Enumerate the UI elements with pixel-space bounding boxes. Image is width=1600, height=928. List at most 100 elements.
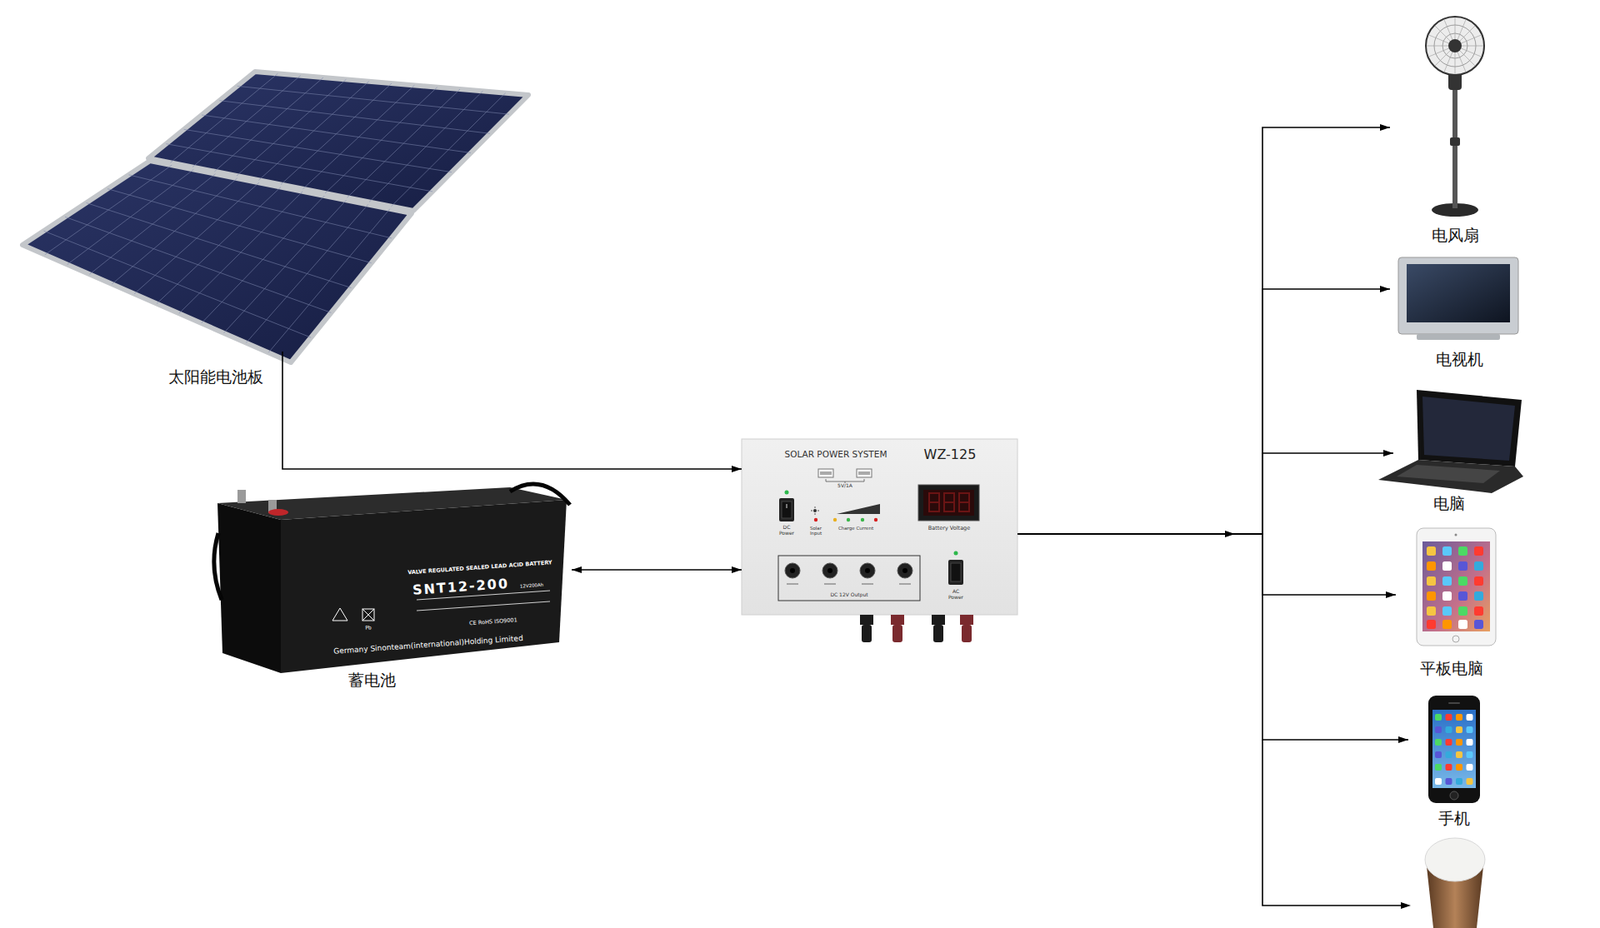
socket xyxy=(785,563,800,579)
bulb-wire xyxy=(1262,740,1401,906)
app-icon xyxy=(1466,726,1474,734)
node-label: 手机 xyxy=(1438,810,1470,829)
label-rule xyxy=(416,601,550,611)
battery-side xyxy=(217,503,281,674)
app-icon xyxy=(1435,714,1442,721)
laptop-keyboard xyxy=(1396,465,1500,484)
app-icon xyxy=(1426,576,1436,586)
connector xyxy=(1017,453,1394,535)
phone-speaker xyxy=(1448,702,1460,705)
led xyxy=(874,518,878,522)
app-icon xyxy=(1426,591,1436,601)
terminal xyxy=(890,615,905,625)
app-icon xyxy=(1458,606,1468,616)
fan-grille xyxy=(1425,16,1485,75)
connector xyxy=(1017,534,1396,595)
controller-face xyxy=(741,439,1018,615)
app-icon xyxy=(1445,739,1453,746)
node-label: DC 12V Output xyxy=(830,592,868,599)
bulb-dome xyxy=(1425,838,1485,882)
app-icon xyxy=(1426,546,1436,556)
fan-spoke xyxy=(1457,51,1466,72)
battery-print: Pb xyxy=(365,625,372,631)
fan-spoke xyxy=(1460,50,1475,66)
fan-spoke xyxy=(1460,25,1475,41)
solar-panel: 太阳能电池板 xyxy=(16,66,538,352)
node-label: 电视机 xyxy=(1435,350,1484,370)
bin-icon xyxy=(362,609,375,621)
led xyxy=(860,518,865,522)
terminal xyxy=(860,615,874,625)
app-icon xyxy=(1458,546,1468,556)
laptop-base xyxy=(1378,460,1524,494)
phone-button xyxy=(1450,791,1459,800)
power-led xyxy=(954,551,959,556)
cell-line xyxy=(184,129,452,172)
switch-rocker xyxy=(950,563,961,582)
app-icon xyxy=(1458,561,1468,571)
app-icon xyxy=(1435,778,1442,785)
led xyxy=(814,518,818,522)
panel-grid xyxy=(44,73,510,353)
fan-spokes xyxy=(1426,17,1484,75)
node-label: 5V/1A xyxy=(837,483,853,490)
app-icon xyxy=(1455,714,1463,721)
fan-spoke xyxy=(1460,48,1481,57)
app-icons xyxy=(1435,714,1474,785)
app-icon xyxy=(1466,751,1474,759)
laptop-screen xyxy=(1422,396,1515,461)
terminal xyxy=(931,615,945,625)
node-label: WZ-125 xyxy=(924,447,977,463)
cell-line xyxy=(201,115,471,154)
fan-spoke xyxy=(1455,52,1456,75)
app-icon xyxy=(1466,764,1474,771)
app-icon xyxy=(1455,764,1463,771)
tv-art xyxy=(1398,257,1519,340)
laptop: 电脑 xyxy=(1393,385,1525,494)
sun-rays xyxy=(810,506,820,515)
app-icon xyxy=(1442,546,1452,556)
tablet-art xyxy=(1416,528,1496,646)
app-icon xyxy=(1442,561,1452,571)
electric-fan: 电风扇 xyxy=(1390,10,1520,220)
app-icon xyxy=(1435,751,1442,759)
laptop-art xyxy=(1378,390,1524,494)
tv-frame xyxy=(1398,257,1519,335)
app-icon xyxy=(1435,764,1442,771)
dc-sockets xyxy=(785,563,913,585)
cell-line xyxy=(165,144,433,192)
tv-screen xyxy=(1406,264,1510,323)
socket xyxy=(860,563,875,579)
solar-panel-art xyxy=(22,71,529,363)
recycle-icon xyxy=(332,608,348,621)
terminal xyxy=(892,625,903,643)
app-icon xyxy=(1445,751,1453,759)
battery-post xyxy=(237,490,246,504)
voltmeter xyxy=(918,485,980,521)
app-icon xyxy=(1455,739,1463,746)
tablet-body xyxy=(1416,528,1496,646)
terminal xyxy=(933,625,944,643)
node-label: Battery Voltage xyxy=(928,525,971,532)
app-icon xyxy=(1466,714,1474,721)
fan-spoke xyxy=(1435,50,1450,66)
connector xyxy=(1017,127,1390,535)
app-icon xyxy=(1426,606,1436,616)
tablet-screen xyxy=(1422,541,1490,632)
app-icon xyxy=(1445,764,1453,771)
controller: SOLAR POWER SYSTEMWZ-1255V/1ADC PowerSol… xyxy=(741,439,1018,615)
sun-symbol xyxy=(813,509,817,513)
fan-spoke xyxy=(1461,45,1484,47)
battery-handle xyxy=(214,533,222,600)
usb-port-inner xyxy=(820,471,832,475)
recycle-icons xyxy=(332,608,375,621)
bin-cross xyxy=(362,609,375,621)
connector xyxy=(1017,289,1390,535)
tablet: 平板电脑 xyxy=(1395,526,1509,649)
battery-cap xyxy=(268,509,289,516)
output-panel xyxy=(778,555,920,601)
fan-spoke xyxy=(1429,35,1450,44)
phone-screen xyxy=(1432,710,1476,789)
led xyxy=(846,518,850,522)
